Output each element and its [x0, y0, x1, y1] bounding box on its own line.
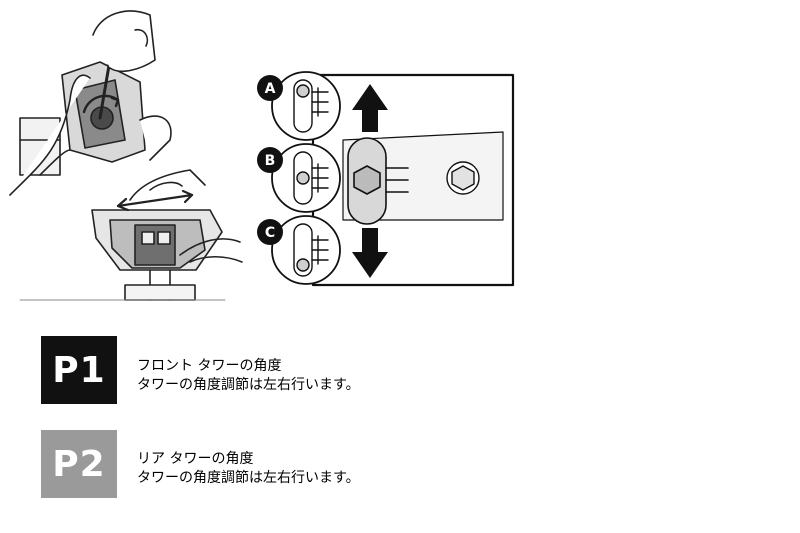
step-description-p1: フロント タワーの角度 タワーの角度調節は左右行います。 [137, 357, 360, 395]
position-letter-c: C [265, 225, 275, 241]
step-badge-p1: P1 [41, 336, 117, 404]
position-letter-bubble-b [257, 147, 283, 173]
position-letter-bubble-c [257, 219, 283, 245]
step-badge-p2: P2 [41, 430, 117, 498]
position-letter-b: B [265, 153, 276, 169]
position-letter-bubble-a [257, 75, 283, 101]
position-selector-diagram [311, 73, 515, 287]
position-letter-a: A [265, 81, 276, 97]
step-title-p2: リア タワーの角度 [137, 451, 254, 467]
step-description-p2: リア タワーの角度 タワーの角度調節は左右行います。 [137, 450, 360, 488]
position-circles: A B C [257, 71, 341, 285]
tower-adjust-illustration [9, 10, 243, 301]
step-text-p2: タワーの角度調節は左右行います。 [137, 470, 360, 486]
step-text-p1: タワーの角度調節は左右行います。 [137, 377, 360, 393]
step-title-p1: フロント タワーの角度 [137, 358, 282, 374]
